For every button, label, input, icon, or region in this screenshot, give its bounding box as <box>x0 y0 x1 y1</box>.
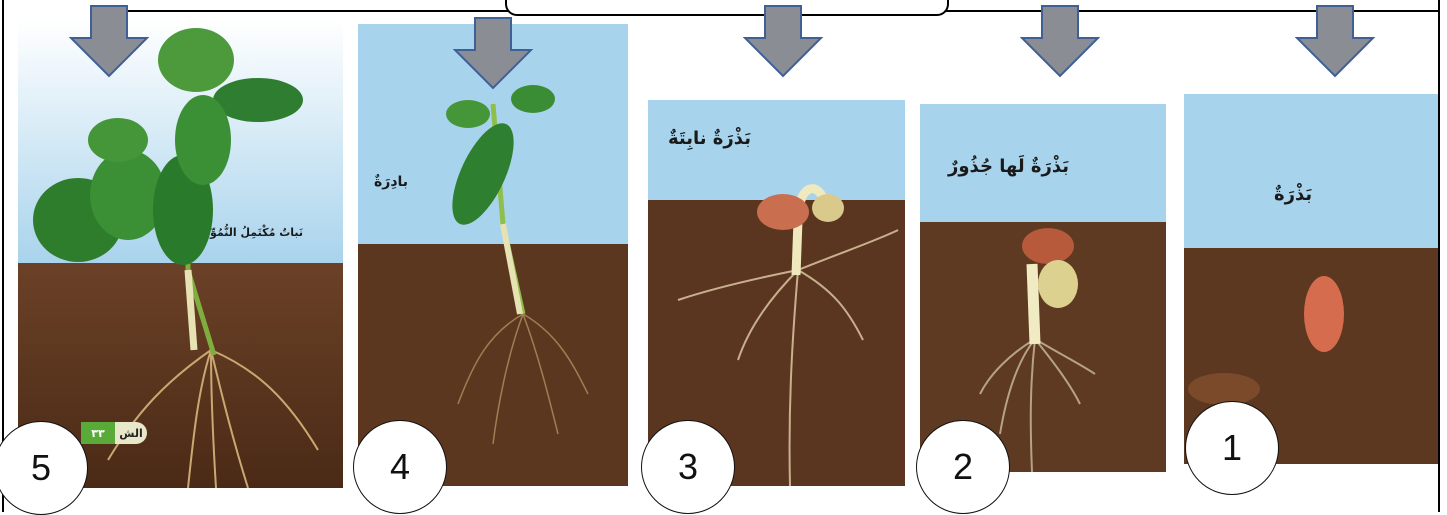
page-badge-text: الش <box>115 422 147 444</box>
down-arrow-icon <box>1295 4 1375 78</box>
down-arrow-icon <box>743 4 823 78</box>
stage-1-label: بَذْرَةٌ <box>1274 184 1312 205</box>
down-arrow-icon <box>69 4 149 78</box>
stage-5-number: 5 <box>0 421 88 515</box>
down-arrow-icon <box>1020 4 1100 78</box>
page-number: ٣٣ <box>81 422 115 444</box>
stage-3-number: 3 <box>641 420 735 514</box>
panel-stage-2: بَذْرَةٌ لَها جُذُورٌ <box>920 104 1166 472</box>
stage-3-label: بَذْرَةٌ نابِتَةٌ <box>668 128 751 149</box>
stage-5-label: نَباتٌ مُكْتَمِلُ النُّمُوِّ <box>210 226 303 239</box>
stage-4-number: 4 <box>353 420 447 514</box>
stage-2-label: بَذْرَةٌ لَها جُذُورٌ <box>948 156 1069 177</box>
seedling-illustration <box>358 24 628 486</box>
frame-left-line <box>2 0 4 512</box>
frame-right-line <box>1438 0 1440 512</box>
down-arrow-icon <box>453 16 533 90</box>
panel-stage-5: نَباتٌ مُكْتَمِلُ النُّمُوِّ <box>18 20 343 488</box>
stage-4-label: بادِرَةٌ <box>374 174 408 190</box>
stage-1-number: 1 <box>1185 401 1279 495</box>
panel-stage-4: بادِرَةٌ <box>358 24 628 486</box>
stage-2-number: 2 <box>916 420 1010 514</box>
page-number-badge: ٣٣ الش <box>81 422 147 444</box>
mature-plant-illustration <box>18 20 343 488</box>
top-title-tab <box>505 0 949 16</box>
